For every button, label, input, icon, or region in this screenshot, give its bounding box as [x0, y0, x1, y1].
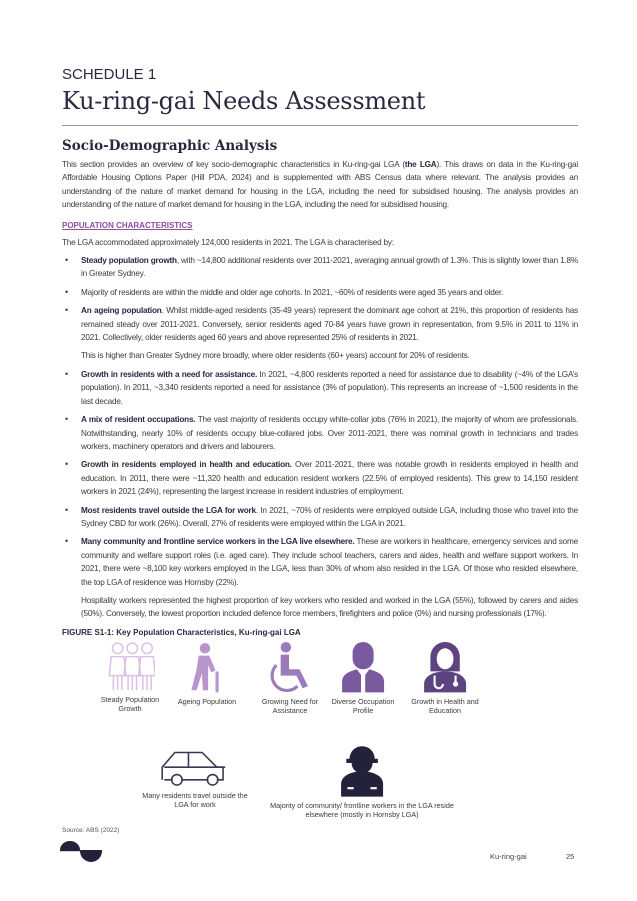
bullet-item: • Majority of residents are within the mi…	[62, 286, 578, 299]
bullet-text: . Whilst middle-aged residents (35-49 ye…	[81, 306, 578, 343]
figure-item: Ageing Population	[172, 642, 242, 707]
bullet-list: • Steady population growth, with ~14,800 …	[62, 254, 578, 621]
bullet-icon: •	[65, 414, 68, 425]
schedule-label: SCHEDULE 1	[62, 66, 157, 83]
bullet-icon: •	[65, 504, 68, 515]
intro-paragraph: This section provides an overview of key…	[62, 158, 578, 212]
population-heading: POPULATION CHARACTERISTICS	[62, 220, 193, 230]
bullet-bold: Growth in residents with a need for assi…	[81, 369, 258, 379]
figure-label: Majority of community/ frontline workers…	[270, 801, 454, 820]
figure-label: Growing Need for Assistance	[261, 697, 319, 716]
intro-text-rest: ). This draws on data in the Ku-ring-gai…	[62, 160, 578, 210]
figure-label: Ageing Population	[177, 697, 237, 707]
bullet-text: Majority of residents are within the mid…	[81, 287, 504, 297]
bullet-item: • Growth in residents with a need for ass…	[62, 368, 578, 408]
logo-icon	[60, 840, 102, 868]
bullet-bold: An ageing population	[81, 306, 162, 316]
figure-item: Growth in Health and Education	[405, 641, 485, 716]
bullet-icon: •	[65, 368, 68, 379]
bullet-item: • Many community and frontline service wo…	[62, 535, 578, 589]
bullet-icon: •	[65, 286, 68, 297]
bullet-item: • An ageing population. Whilst middle-age…	[62, 304, 578, 344]
bullet-item: • Growth in residents employed in health …	[62, 458, 578, 498]
bullet-bold: Many community and frontline service wor…	[81, 537, 355, 547]
figure-label: Steady Population Growth	[100, 695, 160, 714]
figure-item: Many residents travel outside the LGA fo…	[140, 742, 250, 809]
bullet-bold: Most residents travel outside the LGA fo…	[81, 505, 256, 515]
car-icon	[161, 751, 226, 786]
bullet-text: . In 2021, ~70% of residents were employ…	[81, 505, 578, 528]
elderly-person-icon	[191, 642, 219, 693]
figure-icons: Steady Population Growth Ageing Populatio…	[62, 641, 578, 822]
footer: Ku-ring-gai 25	[60, 840, 578, 868]
bullet-icon: •	[65, 305, 68, 316]
source-note: Source: ABS (2022)	[62, 826, 120, 834]
bullet-icon: •	[65, 255, 68, 266]
bullet-item: • Most residents travel outside the LGA f…	[62, 504, 578, 531]
bullet-item: • A mix of resident occupations. The vast…	[62, 413, 578, 453]
people-group-icon	[108, 642, 156, 691]
bullet-bold: Steady population growth	[81, 256, 177, 266]
intro-bold: the LGA	[404, 160, 437, 169]
page-number: 25	[566, 851, 575, 861]
bullet-text: Over 2011-2021, there was notable growth…	[81, 460, 578, 497]
figure-item: Majority of community/ frontline workers…	[262, 742, 462, 820]
intro-text: This section provides an overview of key…	[62, 160, 405, 169]
frontline-worker-icon	[341, 745, 383, 797]
bullet-text: , with ~14,800 additional residents over…	[81, 256, 578, 279]
figure-item: Diverse Occupation Profile	[328, 641, 398, 716]
bullet-note: Hospitality workers represented the high…	[81, 595, 578, 619]
page-title: Ku-ring-gai Needs Assessment	[62, 87, 426, 115]
page-column: SCHEDULE 1 Ku-ring-gai Needs Assessment …	[60, 0, 578, 887]
bullet-item: • Steady population growth, with ~14,800 …	[62, 254, 578, 281]
bullet-icon: •	[65, 459, 68, 470]
wheelchair-icon	[270, 641, 308, 692]
footer-name: Ku-ring-gai	[490, 851, 527, 861]
bullet-icon: •	[65, 536, 68, 547]
business-person-icon	[342, 641, 384, 693]
figure-item: Steady Population Growth	[100, 642, 160, 713]
bullet-text: These are workers in healthcare, emergen…	[81, 537, 578, 587]
section-heading: Socio-Demographic Analysis	[62, 138, 278, 154]
figure-label: Growth in Health and Education	[411, 697, 479, 716]
bullet-note: This is higher than Greater Sydney more …	[81, 351, 470, 361]
figure-label: Many residents travel outside the LGA fo…	[142, 790, 248, 809]
figure-caption: FIGURE S1-1: Key Population Characterist…	[62, 627, 301, 637]
figure-item: Growing Need for Assistance	[250, 641, 330, 716]
bullet-bold: A mix of resident occupations.	[81, 415, 196, 425]
bullet-bold: Growth in residents employed in health a…	[81, 460, 292, 470]
figure-label: Diverse Occupation Profile	[331, 697, 395, 716]
bullet-text: The vast majority of residents occupy wh…	[81, 415, 579, 451]
lead-paragraph: The LGA accommodated approximately 124,0…	[62, 237, 394, 247]
divider	[62, 125, 578, 126]
bullet-text: In 2021, ~4,800 residents reported a nee…	[81, 369, 578, 406]
doctor-icon	[424, 641, 466, 693]
